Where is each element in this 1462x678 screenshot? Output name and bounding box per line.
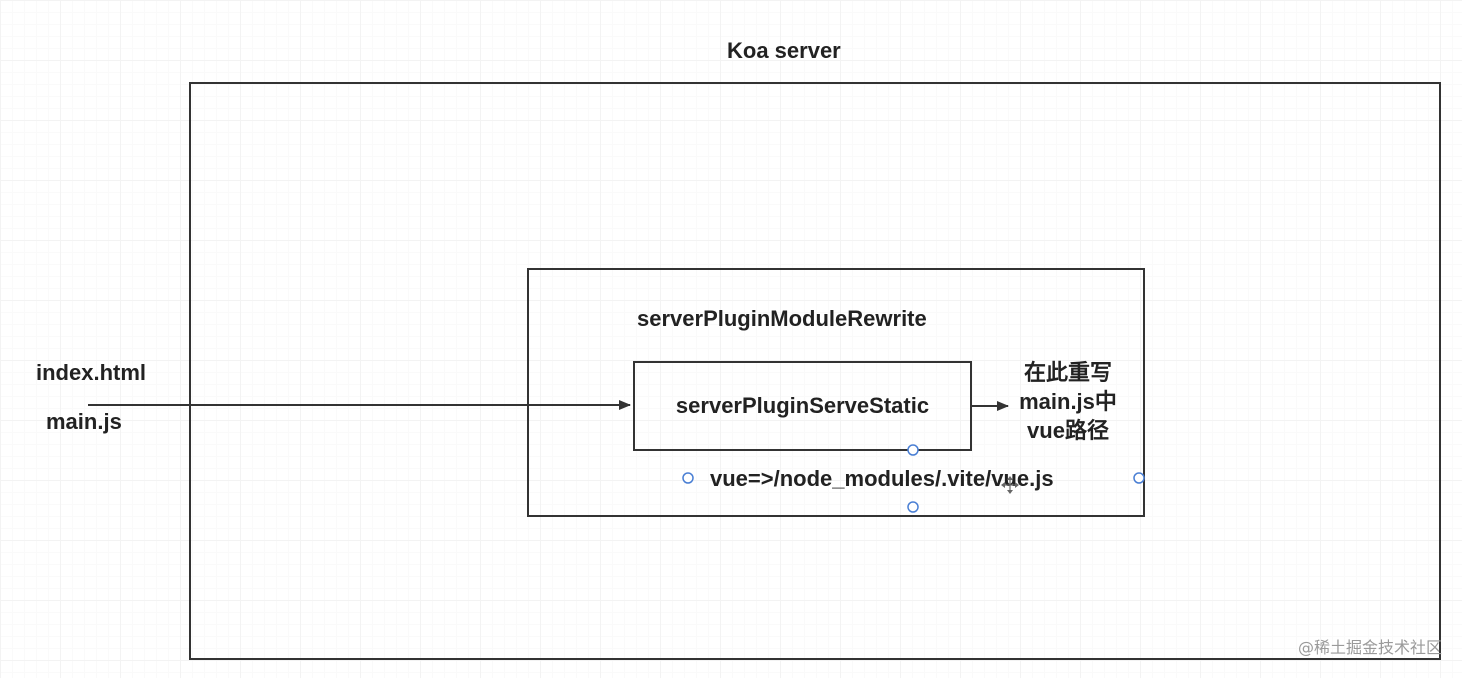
input-main-js: main.js xyxy=(46,409,122,434)
watermark: @稀土掘金技术社区 xyxy=(1297,638,1442,657)
koa-server-box[interactable] xyxy=(189,82,1441,660)
rewrite-note[interactable]: 在此重写main.js中vue路径 xyxy=(1019,360,1117,443)
path-mapping-label[interactable]: vue=>/node_modules/.vite/vue.js xyxy=(710,466,1054,491)
module-rewrite-box[interactable] xyxy=(527,268,1145,517)
input-index-html: index.html xyxy=(36,360,147,385)
serve-static-box[interactable]: serverPluginServeStatic xyxy=(633,361,972,451)
serve-static-label: serverPluginServeStatic xyxy=(675,393,930,418)
koa-server-title: Koa server xyxy=(727,38,841,63)
module-rewrite-title: serverPluginModuleRewrite xyxy=(637,306,927,331)
